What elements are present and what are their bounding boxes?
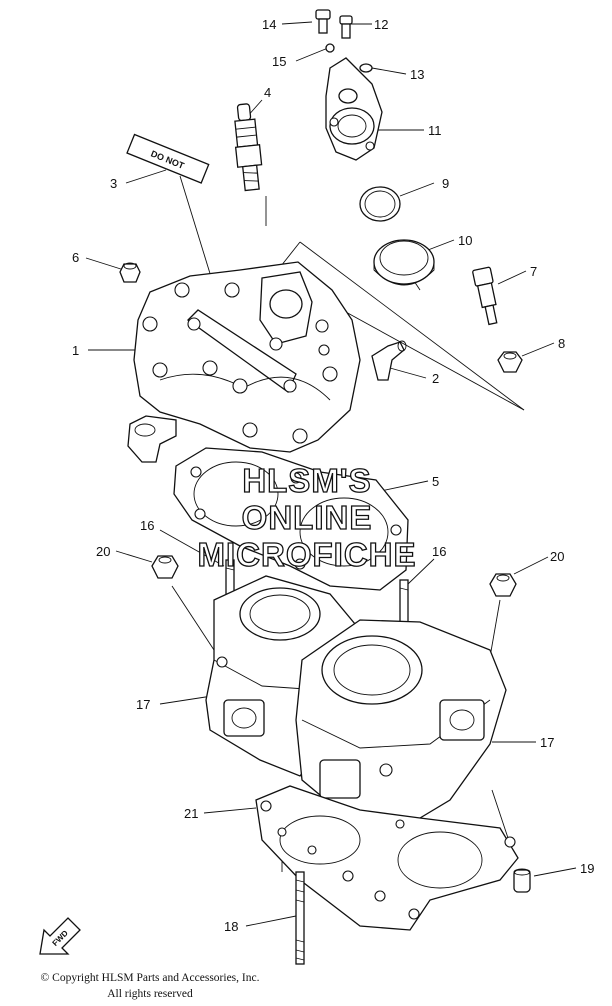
watermark: HLSM'S ONLINE MICROFICHE: [197, 461, 417, 573]
callout-4: 4: [264, 85, 271, 100]
callout-7: 7: [530, 264, 537, 279]
callout-10: 10: [458, 233, 472, 248]
callout-13: 13: [410, 67, 424, 82]
bolt-12: [339, 15, 353, 39]
nut-8: [497, 351, 523, 373]
callout-17-left: 17: [136, 697, 150, 712]
callout-20-left: 20: [96, 544, 110, 559]
head-gasket-5: [173, 447, 409, 591]
callout-labels: 14 12 15 13 4 11 3 9 10 6 7 8 1 2 5 16 1…: [72, 17, 594, 934]
fitting-2: [371, 340, 407, 381]
nut-6: [119, 262, 141, 283]
callout-16-left: 16: [140, 518, 154, 533]
bolt-14: [315, 9, 331, 34]
copyright-line2: All rights reserved: [107, 988, 193, 1000]
stud-18: [295, 871, 305, 965]
callout-20-right: 20: [550, 549, 564, 564]
spark-plug-4: [234, 103, 263, 192]
watermark-line1: HLSM'S: [242, 462, 371, 499]
callout-1: 1: [72, 343, 79, 358]
callout-17-right: 17: [540, 735, 554, 750]
plug-13: [359, 63, 373, 73]
callout-14: 14: [262, 17, 276, 32]
watermark-line2: ONLINE: [242, 499, 373, 536]
nut-20-left: [151, 555, 179, 579]
callout-19: 19: [580, 861, 594, 876]
callout-11: 11: [428, 123, 442, 138]
watermark-line3: MICROFICHE: [198, 536, 417, 573]
callout-3: 3: [110, 176, 117, 191]
cylinder-head-1: [127, 261, 361, 463]
callout-16-right: 16: [432, 544, 446, 559]
callout-8: 8: [558, 336, 565, 351]
dowel-19: [513, 868, 531, 893]
callout-21: 21: [184, 806, 198, 821]
leader-lines: [85, 21, 577, 927]
callout-9: 9: [442, 176, 449, 191]
callout-12: 12: [374, 17, 388, 32]
callout-5: 5: [432, 474, 439, 489]
copyright-notice: © Copyright HLSM Parts and Accessories, …: [0, 970, 300, 1002]
washer-15: [325, 43, 335, 53]
copyright-line1: © Copyright HLSM Parts and Accessories, …: [40, 972, 260, 984]
callout-2: 2: [432, 371, 439, 386]
callout-6: 6: [72, 250, 79, 265]
forward-arrow: FWD: [39, 917, 81, 955]
thermostat-cover-11: [325, 57, 383, 161]
cylinder-17-right: [295, 619, 507, 831]
warning-decal-3: DO NOT: [126, 133, 210, 184]
temp-sensor-7: [472, 266, 498, 326]
base-gasket-21: [255, 785, 519, 931]
callout-18: 18: [224, 919, 238, 934]
o-ring-9: [359, 186, 401, 222]
ring-10: [373, 239, 435, 286]
nut-20-right: [489, 573, 517, 597]
callout-15: 15: [272, 54, 286, 69]
